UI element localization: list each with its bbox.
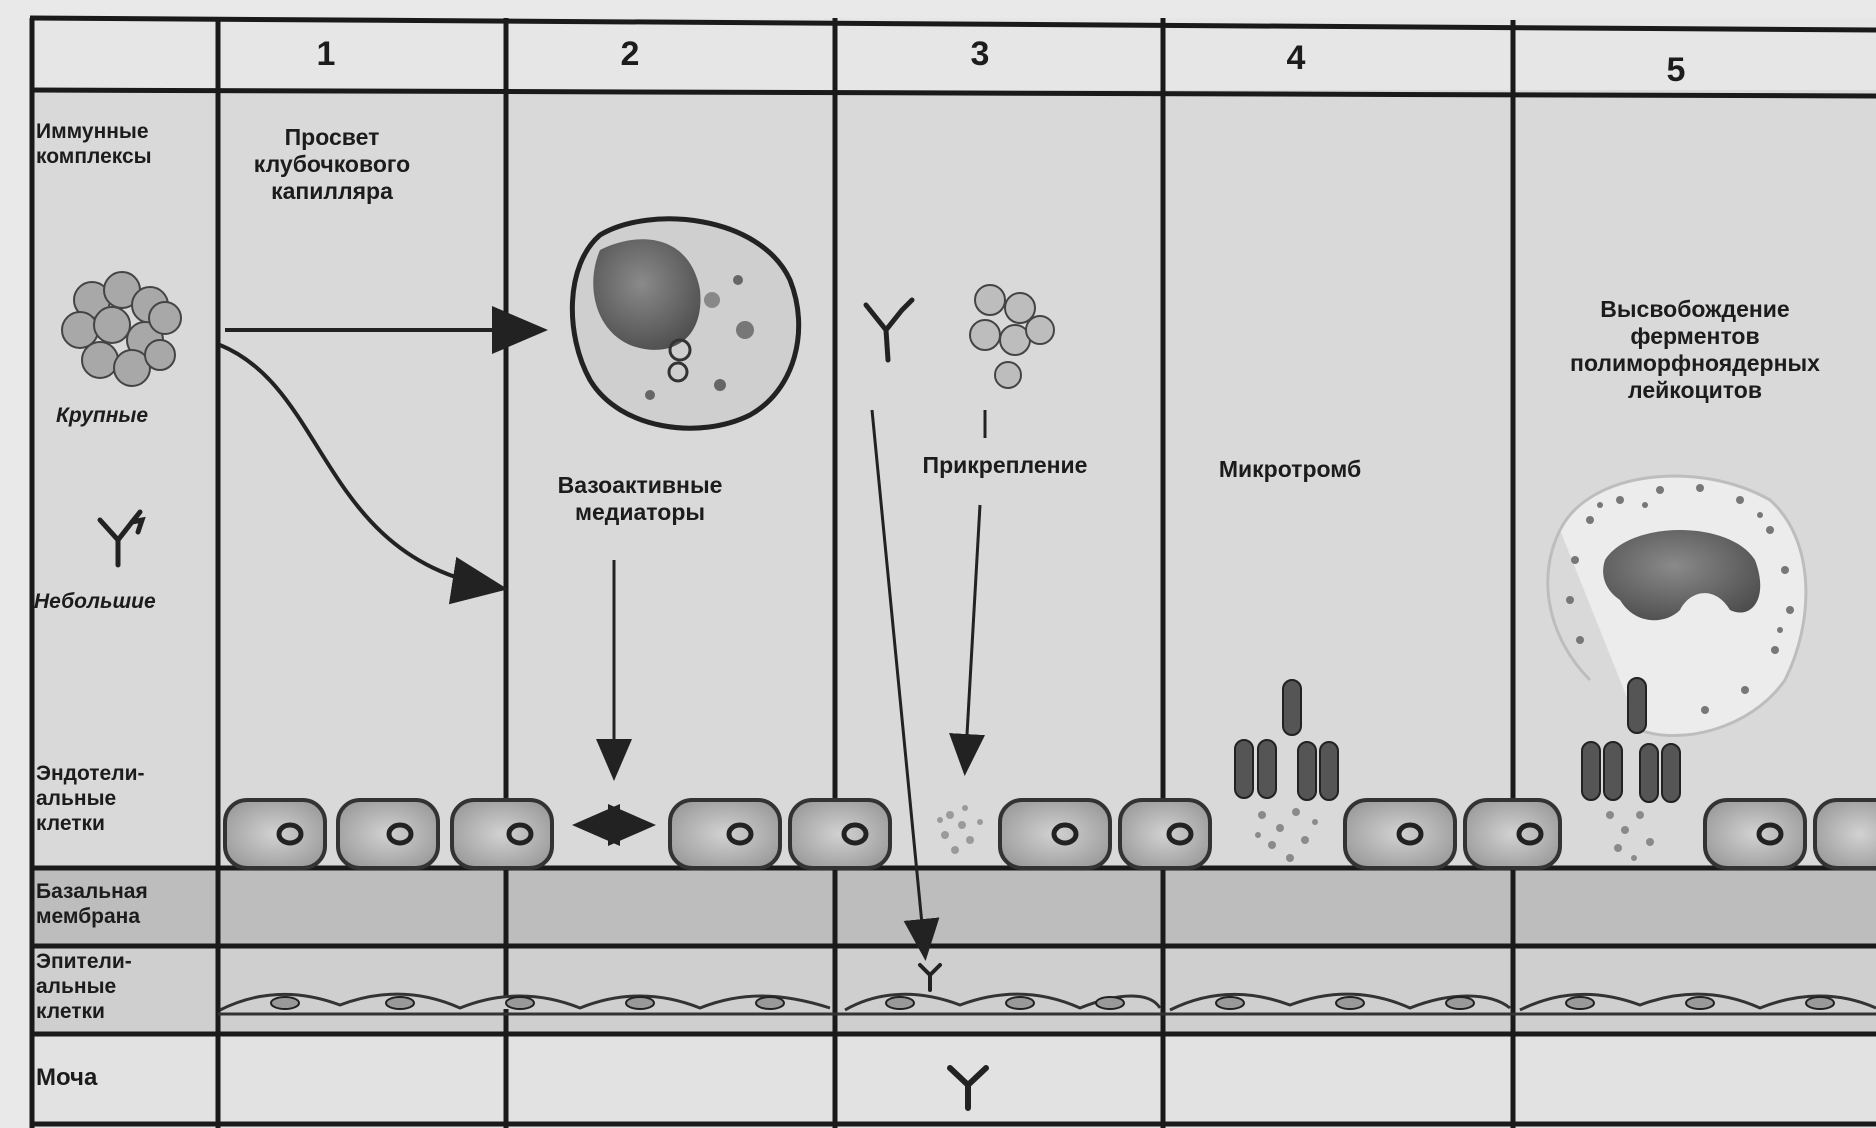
lumen-annotation: Просвет клубочкового капилляра [232,124,432,205]
large-label: Крупные [56,404,148,429]
column-3-header: 3 [940,34,1020,74]
immune-complexes-label: Иммунные комплексы [36,120,152,170]
vasoactive-mediators-annotation: Вазоактивные медиаторы [515,472,765,526]
epithelial-label: Эпители- альные клетки [36,950,132,1024]
epithelial-band [30,946,1876,1034]
column-1-header: 1 [286,34,366,74]
enzyme-release-annotation: Высвобождение ферментов полиморфноядерны… [1520,296,1870,405]
mast-cell [572,219,798,428]
column-5-header: 5 [1636,50,1716,90]
basement-membrane-label: Базальная мембрана [36,880,148,930]
urine-band [30,1034,1876,1128]
small-label: Небольшие [34,590,156,615]
basement-band [30,870,1876,946]
microthrombus-annotation: Микротромб [1180,456,1400,483]
attachment-annotation: Прикрепление [885,452,1125,479]
endothelial-label: Эндотели- альные клетки [36,762,144,836]
column-4-header: 4 [1256,38,1336,78]
column-2-header: 2 [590,34,670,74]
urine-label: Моча [36,1064,97,1092]
